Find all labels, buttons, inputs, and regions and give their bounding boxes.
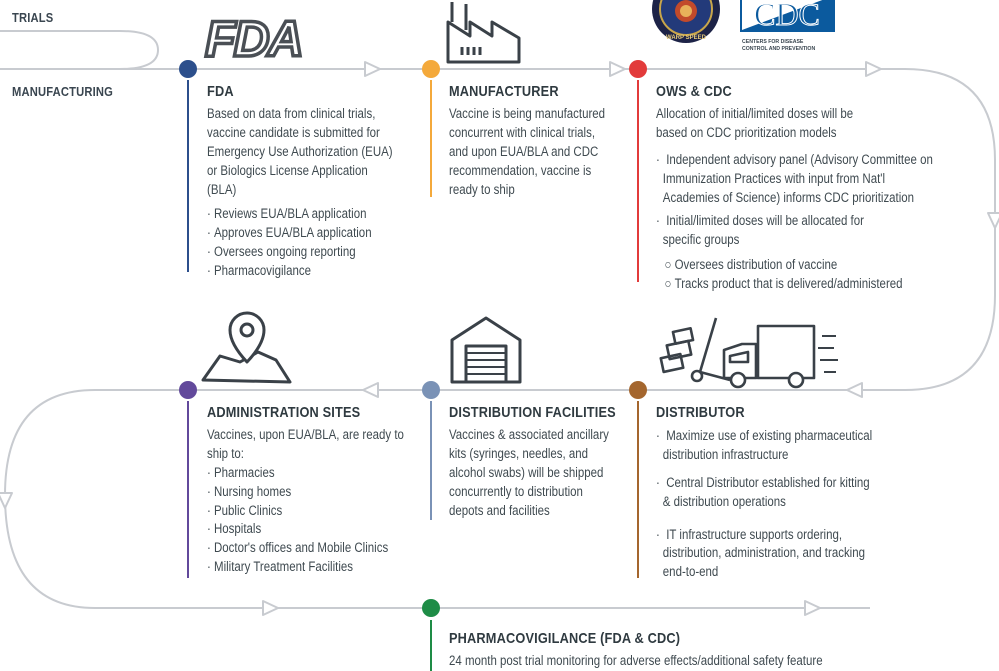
ows-cdc-dot — [629, 60, 647, 78]
map-pin-icon — [201, 311, 292, 384]
administration-sites-bullets: Pharmacies Nursing homes Public Clinics … — [207, 464, 404, 577]
list-item: Initial/limited doses will be allocated … — [656, 212, 933, 250]
distributor-bullets: Maximize use of existing pharmaceutical … — [656, 427, 872, 582]
trials-label: TRIALS — [12, 10, 54, 25]
manufacturer-dot — [422, 60, 440, 78]
arrow-right — [804, 600, 821, 616]
administration-sites-dot — [179, 381, 197, 399]
arrow-right — [865, 61, 882, 77]
ows-seal-ring-text: WARP SPEED — [666, 35, 707, 41]
list-item: Independent advisory panel (Advisory Com… — [656, 151, 933, 208]
list-item: Pharmacovigilance — [207, 262, 393, 281]
list-item: Approves EUA/BLA application — [207, 224, 393, 243]
cdc-logo: CDC CENTERS FOR DISEASE CONTROL AND PREV… — [740, 0, 835, 52]
step-accent-lines — [187, 80, 639, 671]
distribution-facilities-description: Vaccines & associated ancillary kits (sy… — [449, 427, 609, 518]
arrow-right — [609, 61, 626, 77]
warehouse-icon — [450, 316, 522, 384]
manufacturing-label: MANUFACTURING — [12, 84, 113, 99]
pharmacovigilance-title: PHARMACOVIGILANCE (FDA & CDC) — [449, 630, 681, 647]
list-item: Nursing homes — [207, 483, 404, 502]
flow-path — [0, 30, 996, 609]
manufacturer-title: MANUFACTURER — [449, 83, 559, 100]
list-item: Pharmacies — [207, 464, 404, 483]
distributor-section: DISTRIBUTOR Maximize use of existing pha… — [656, 402, 872, 591]
ows-cdc-sub-bullets: Oversees distribution of vaccine Tracks … — [656, 256, 933, 294]
list-item: Hospitals — [207, 520, 404, 539]
cdc-subtitle-line-2: CONTROL AND PREVENTION — [742, 46, 815, 52]
list-item: Maximize use of existing pharmaceutical … — [656, 427, 872, 465]
pharmacovigilance-section: PHARMACOVIGILANCE (FDA & CDC) 24 month p… — [449, 628, 823, 671]
list-item: Public Clinics — [207, 502, 404, 521]
step-dots — [179, 60, 647, 617]
ows-cdc-description: Allocation of initial/limited doses will… — [656, 106, 854, 140]
administration-sites-description: Vaccines, upon EUA/BLA, are ready to shi… — [207, 427, 404, 461]
fda-dot — [179, 60, 197, 78]
list-item: Tracks product that is delivered/adminis… — [665, 275, 933, 294]
arrow-right — [364, 61, 381, 77]
fda-logo-text: FDA — [205, 11, 302, 67]
arrow-down — [987, 212, 999, 229]
arrow-left — [846, 382, 863, 398]
fda-logo: FDA — [203, 9, 305, 69]
factory-icon — [446, 2, 521, 64]
arrow-left — [362, 382, 379, 398]
administration-sites-section: ADMINISTRATION SITES Vaccines, upon EUA/… — [207, 402, 404, 577]
fda-section: FDA Based on data from clinical trials, … — [207, 81, 393, 281]
ows-cdc-bullets: Independent advisory panel (Advisory Com… — [656, 151, 933, 250]
list-item: Oversees ongoing reporting — [207, 243, 393, 262]
cdc-logo-text: CDC — [754, 0, 820, 32]
ows-seal-icon: WARP SPEED — [652, 0, 720, 43]
distribution-facilities-title: DISTRIBUTION FACILITIES — [449, 404, 616, 421]
manufacturer-description: Vaccine is being manufactured concurrent… — [449, 106, 606, 197]
list-item: Military Treatment Facilities — [207, 558, 404, 577]
pharmacovigilance-description: 24 month post trial monitoring for adver… — [449, 653, 823, 668]
distribution-facilities-section: DISTRIBUTION FACILITIES Vaccines & assoc… — [449, 402, 616, 520]
ows-cdc-title: OWS & CDC — [656, 83, 732, 100]
ows-cdc-section: OWS & CDC Allocation of initial/limited … — [656, 81, 933, 294]
fda-title: FDA — [207, 83, 234, 100]
delivery-truck-icon — [659, 317, 838, 389]
fda-bullets: Reviews EUA/BLA application Approves EUA… — [207, 205, 393, 281]
list-item: Reviews EUA/BLA application — [207, 205, 393, 224]
fda-description: Based on data from clinical trials, vacc… — [207, 106, 393, 197]
list-item: IT infrastructure supports ordering, dis… — [656, 526, 872, 583]
arrow-right — [262, 600, 279, 616]
manufacturer-section: MANUFACTURER Vaccine is being manufactur… — [449, 81, 605, 199]
distributor-title: DISTRIBUTOR — [656, 404, 745, 421]
pharmacovigilance-dot — [422, 599, 440, 617]
cdc-subtitle-line-1: CENTERS FOR DISEASE — [742, 39, 804, 45]
list-item: Oversees distribution of vaccine — [665, 256, 933, 275]
administration-sites-title: ADMINISTRATION SITES — [207, 404, 361, 421]
list-item: Central Distributor established for kitt… — [656, 474, 872, 512]
distributor-dot — [629, 381, 647, 399]
flow-arrows — [0, 61, 999, 616]
distribution-facilities-dot — [422, 381, 440, 399]
arrow-down — [0, 492, 13, 509]
list-item: Doctor's offices and Mobile Clinics — [207, 539, 404, 558]
